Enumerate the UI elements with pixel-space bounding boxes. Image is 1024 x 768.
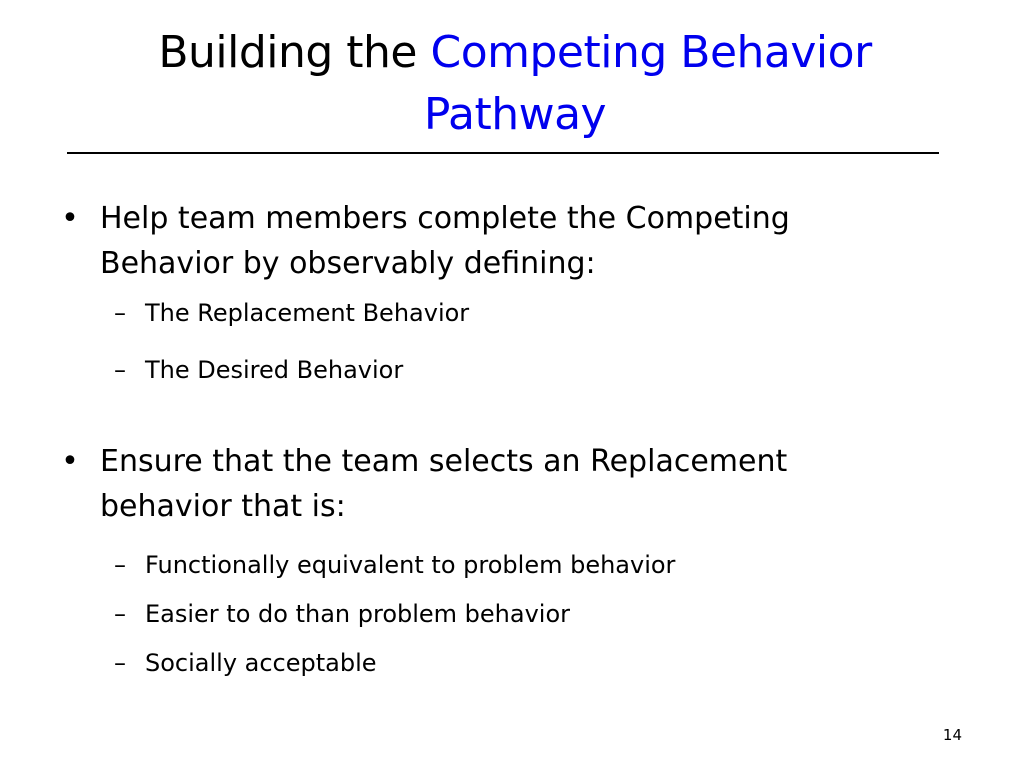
page-number: 14 [942,726,962,744]
slide-title: Building the Competing Behavior Pathway [70,22,960,146]
dash-icon: – [114,299,126,327]
dash-icon: – [114,551,126,579]
bullet-icon: • [61,444,79,479]
bullet-list: • Help team members complete the Competi… [60,196,960,681]
dash-icon: – [114,356,126,384]
title-prefix: Building the [158,27,431,78]
sub-bullet-item: – The Desired Behavior [60,352,960,388]
bullet-text-line1: Ensure that the team selects an Replacem… [100,444,788,479]
title-accent-line2: Pathway [423,89,607,140]
bullet-text-line2: Behavior by observably defining: [100,246,596,281]
sub-bullet-item: – The Replacement Behavior [60,295,960,331]
title-accent-line1: Competing Behavior [430,27,873,78]
dash-icon: – [114,649,126,677]
sub-bullet-text: Easier to do than problem behavior [145,600,571,628]
bullet-icon: • [61,201,79,236]
dash-icon: – [114,600,126,628]
sub-bullet-item: – Socially acceptable [60,645,960,681]
bullet-item: • Help team members complete the Competi… [60,196,960,286]
sub-bullet-item: – Functionally equivalent to problem beh… [60,547,960,583]
sub-bullet-text: Socially acceptable [145,649,377,677]
sub-bullet-text: The Desired Behavior [145,356,404,384]
bullet-text-line2: behavior that is: [100,489,346,524]
bullet-text-line1: Help team members complete the Competing [100,201,790,236]
sub-bullet-text: Functionally equivalent to problem behav… [145,551,676,579]
bullet-item: • Ensure that the team selects an Replac… [60,439,960,529]
sub-bullet-item: – Easier to do than problem behavior [60,596,960,632]
title-divider [67,152,939,154]
sub-bullet-text: The Replacement Behavior [145,299,470,327]
